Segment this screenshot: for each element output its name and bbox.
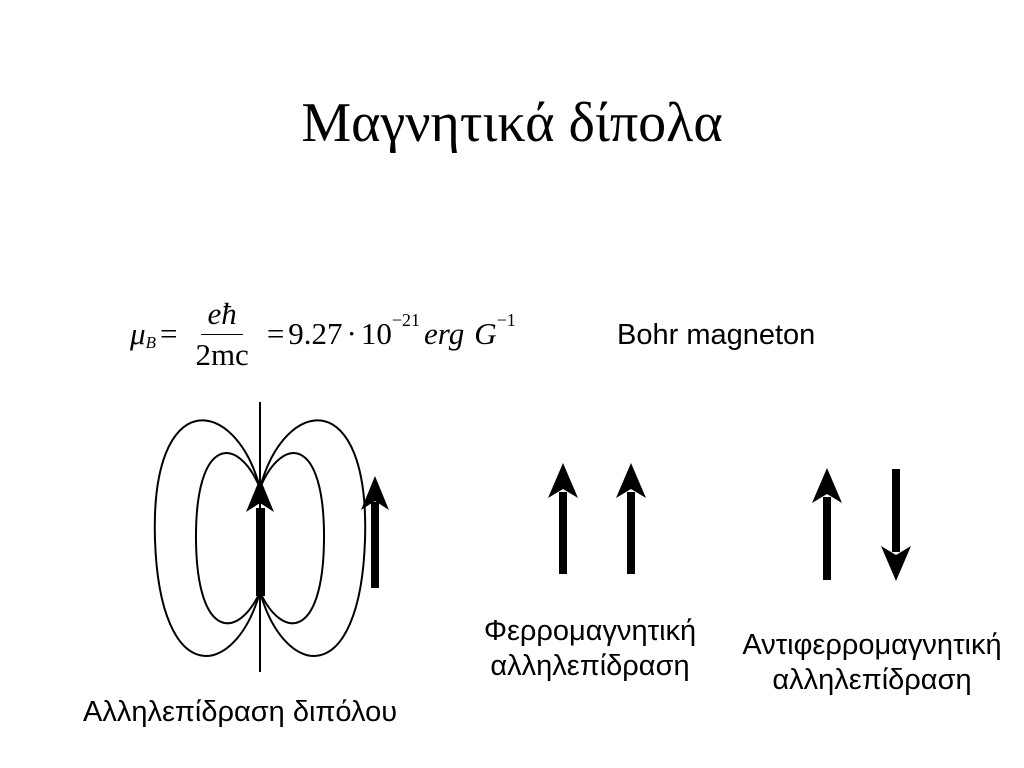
neighbor-dipole-arrow-icon	[361, 476, 389, 588]
field-line-inner-left	[194, 452, 261, 625]
field-line-outer-left	[153, 419, 261, 657]
value-exponent: −21	[391, 309, 421, 330]
antiferromagnetic-caption-line2: αλληλεπίδραση	[772, 664, 972, 696]
bohr-magneton-label: Bohr magneton	[617, 319, 816, 351]
slide-title: Μαγνητικά δίπολα	[301, 92, 723, 154]
fraction-denominator: 2mc	[195, 336, 249, 372]
equals-sign-2: =	[266, 316, 285, 351]
antiferro-arrow-down-icon	[881, 469, 911, 581]
dipole-arrow-icon	[246, 478, 274, 596]
field-line-outer-right	[259, 419, 367, 657]
ferromagnetic-caption-line2: αλληλεπίδραση	[490, 650, 690, 682]
dipole-interaction-caption: Αλληλεπίδραση διπόλου	[83, 696, 398, 728]
ferro-arrow-up-left-icon	[548, 463, 578, 574]
unit-erg: erg	[424, 316, 465, 351]
value-mantissa: 9.27	[288, 316, 343, 351]
mu-symbol: μ	[130, 316, 146, 351]
value-base: 10	[360, 316, 392, 351]
unit-exponent: −1	[496, 309, 516, 330]
multiplication-dot: ·	[346, 316, 357, 351]
field-line-inner-right	[259, 452, 326, 625]
antiferromagnetic-caption-line1: Αντιφερρομαγνητική	[742, 629, 1002, 661]
ferromagnetic-caption-line1: Φερρομαγνητική	[483, 615, 697, 647]
ferro-arrow-up-right-icon	[616, 463, 646, 574]
antiferro-arrow-up-icon	[812, 468, 842, 580]
ferromagnetic-caption: Φερρομαγνητική αλληλεπίδραση	[462, 614, 718, 684]
antiferromagnetic-caption: Αντιφερρομαγνητική αλληλεπίδραση	[720, 628, 1024, 698]
mu-subscript: B	[145, 333, 156, 352]
fraction: eħ 2mc	[189, 296, 254, 372]
fraction-numerator: eħ	[201, 296, 243, 335]
equals-sign: =	[159, 316, 178, 351]
unit-gauss: G	[474, 316, 497, 351]
